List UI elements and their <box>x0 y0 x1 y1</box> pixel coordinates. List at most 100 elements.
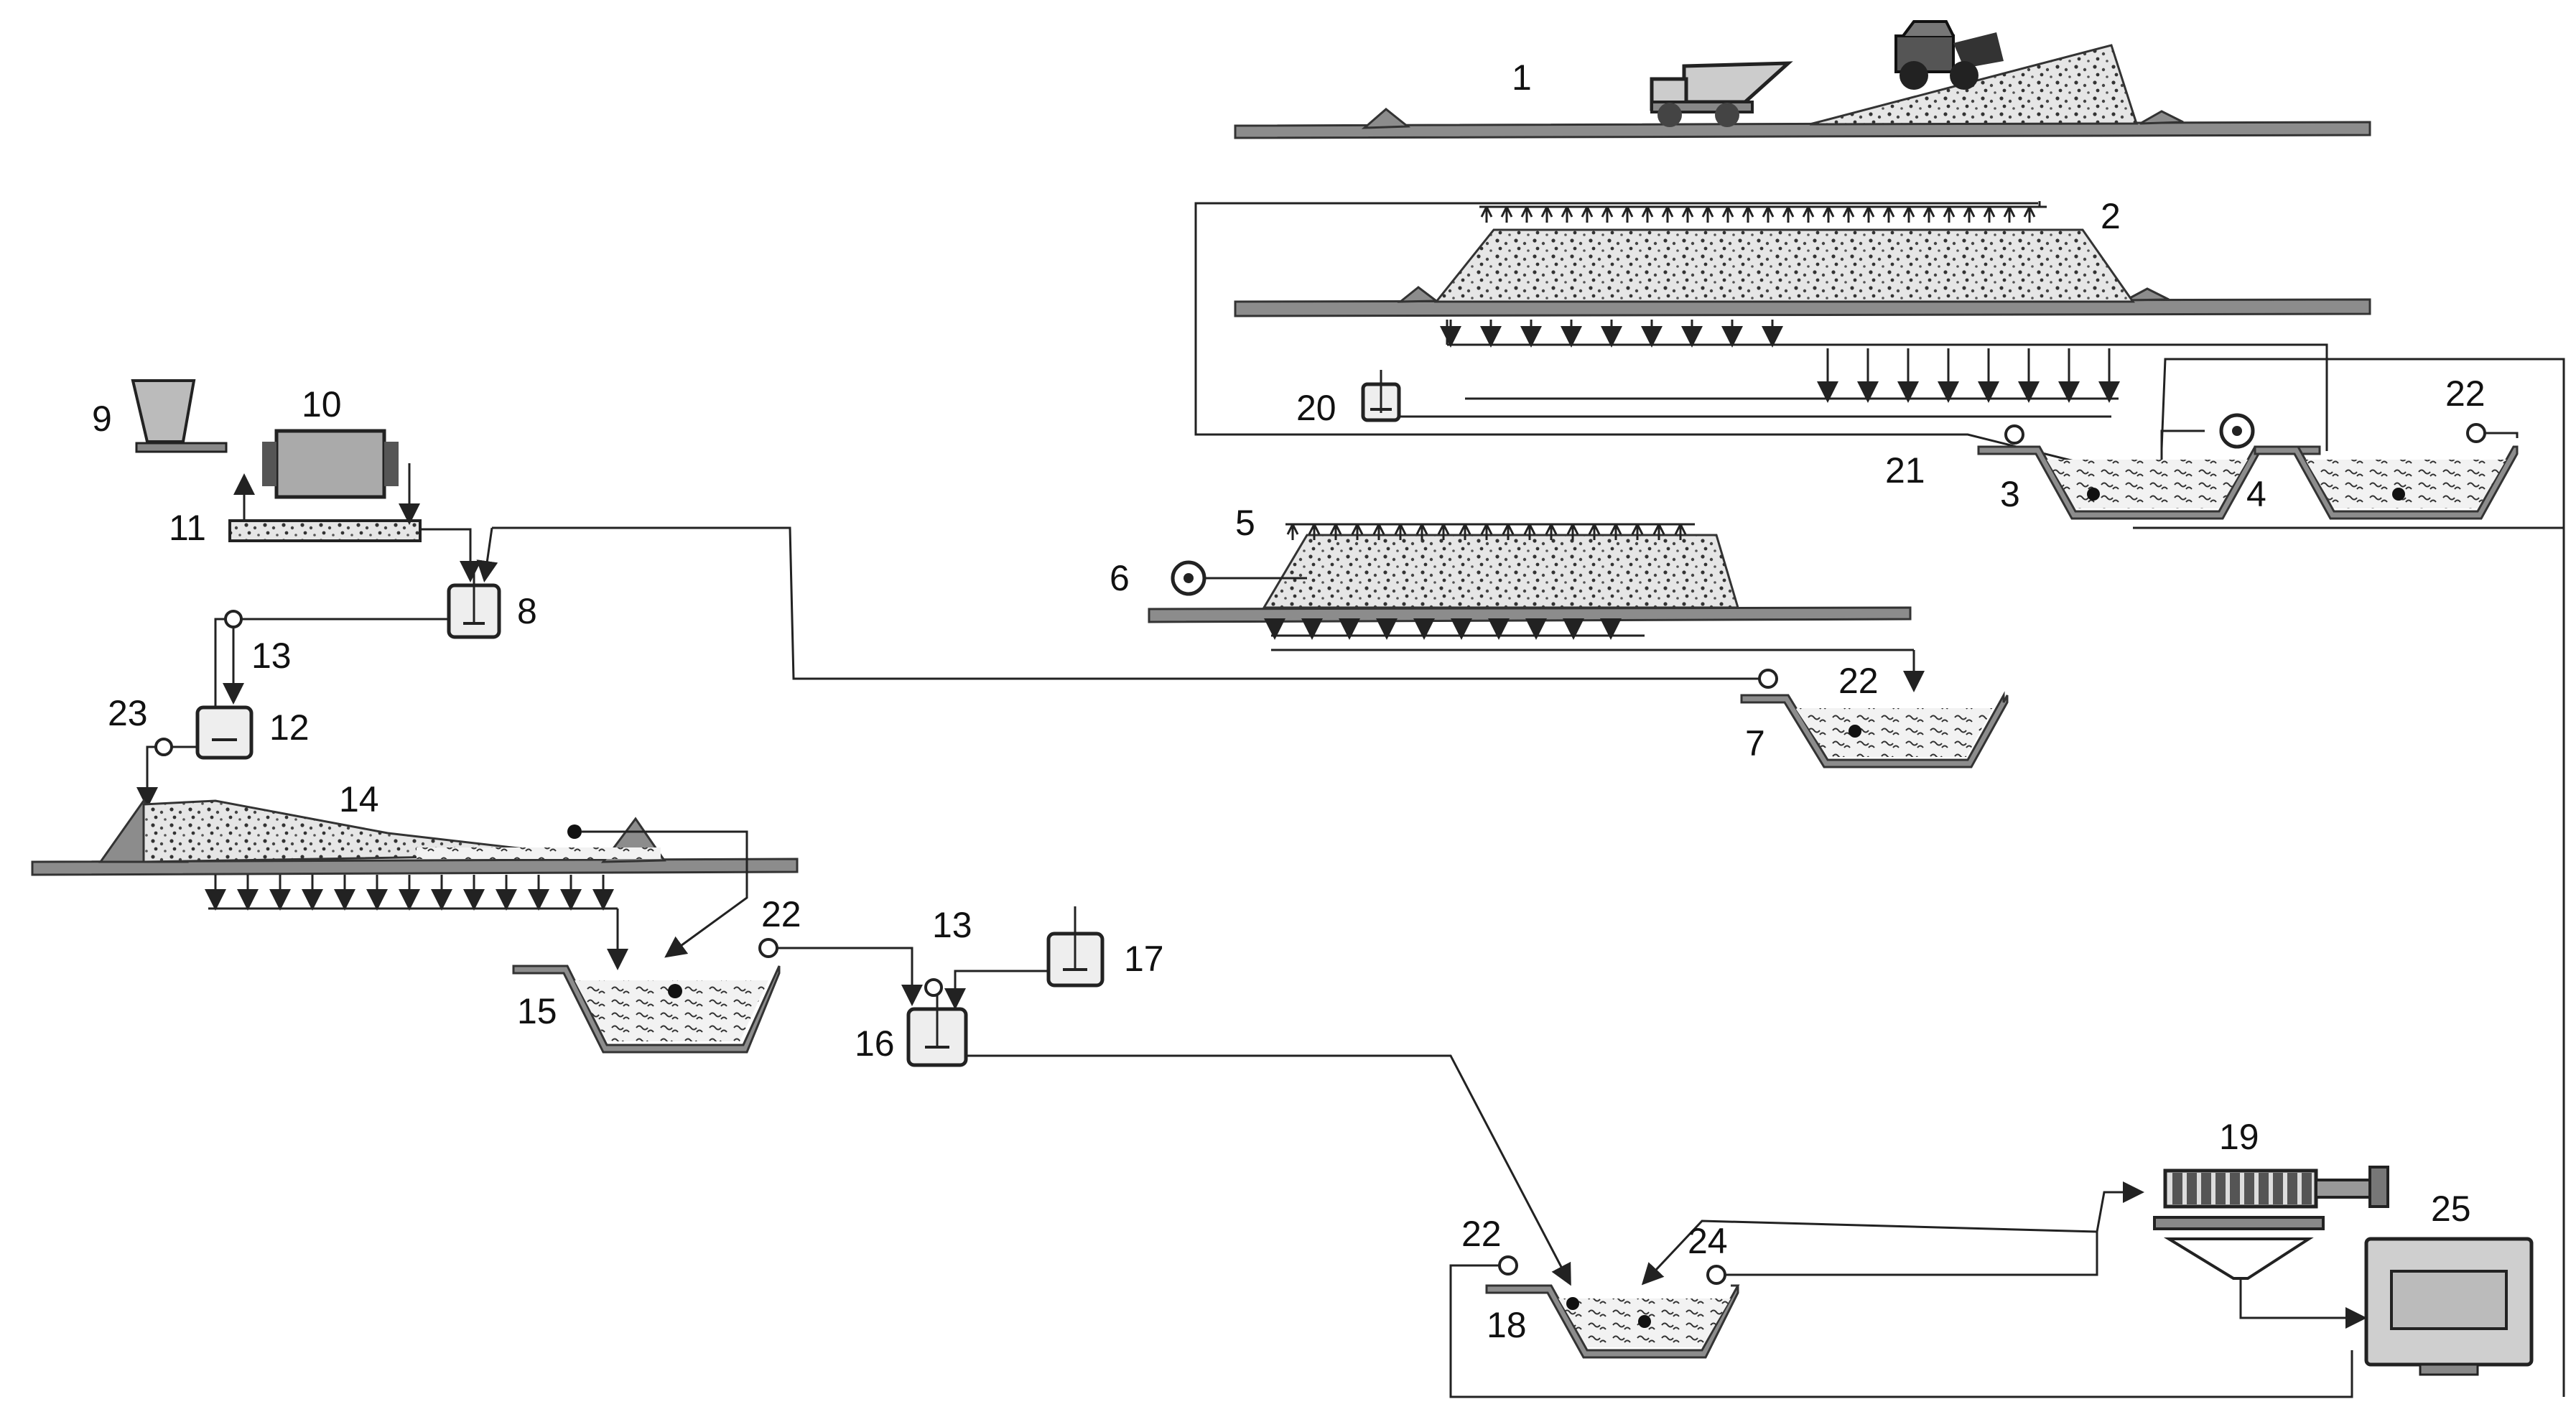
filter-plate <box>2187 1173 2197 1204</box>
drain-arrows <box>1440 320 1783 348</box>
label-17: 17 <box>1124 939 1164 979</box>
sprinkler-nozzle <box>1721 206 1734 223</box>
blower-fan-icon <box>1171 560 1307 596</box>
sprinkler-nozzle <box>1415 524 1428 540</box>
sprinkler-nozzle <box>2003 206 2016 223</box>
pump-icon <box>758 938 778 958</box>
label-16: 16 <box>855 1023 895 1064</box>
label-25: 25 <box>2431 1189 2471 1229</box>
label-13b: 13 <box>932 905 972 945</box>
sprinkler-nozzle <box>1566 524 1579 540</box>
sprinkler-nozzle <box>1674 524 1687 540</box>
collection-pond-3 <box>1977 445 2321 520</box>
sprinkler-nozzle <box>1286 524 1299 540</box>
sprinkler-nozzle <box>1588 524 1601 540</box>
label-22b: 22 <box>1838 661 1879 701</box>
pump-icon <box>154 738 173 756</box>
sprinkler-nozzle <box>1902 206 1915 223</box>
drain-arrows <box>1264 618 1622 640</box>
filter-plate <box>2259 1173 2269 1204</box>
sprinkler-nozzle <box>1459 524 1471 540</box>
label-22c: 22 <box>761 894 801 934</box>
label-5: 5 <box>1235 503 1255 543</box>
filter-press-icon <box>2153 1166 2389 1329</box>
label-15: 15 <box>517 991 557 1031</box>
filter-plate <box>2244 1173 2254 1204</box>
return-pipe <box>2133 358 2565 529</box>
ball-mill-icon <box>262 429 399 499</box>
sprinkler-nozzle <box>1963 206 1976 223</box>
transfer-pipe <box>214 618 449 711</box>
label-8: 8 <box>517 591 537 631</box>
label-1: 1 <box>1512 57 1532 98</box>
sprinkler-nozzle <box>1681 206 1694 223</box>
filter-plate <box>2172 1173 2182 1204</box>
heap-leach-section-3 <box>31 799 799 970</box>
sprinkler-nozzle <box>1842 206 1855 223</box>
drain-pipe <box>1781 343 2328 451</box>
sprinkler-nozzle <box>1621 206 1634 223</box>
filter-plate <box>2302 1173 2312 1204</box>
label-20: 20 <box>1296 388 1336 428</box>
sprinkler-nozzle <box>1862 206 1875 223</box>
sprinkler-nozzle <box>1822 206 1835 223</box>
drain-arrows <box>1817 348 2120 403</box>
heap-leach-section <box>1234 205 2371 403</box>
sprinkler-nozzle <box>1701 206 1714 223</box>
sprinkler-nozzle <box>1581 206 1594 223</box>
label-7: 7 <box>1745 723 1765 763</box>
collection-pond-18 <box>1485 1284 1740 1359</box>
collection-pond-7 <box>1740 691 2009 768</box>
sprinkler-nozzle <box>1329 524 1342 540</box>
filter-plate <box>2230 1173 2240 1204</box>
label-22a: 22 <box>2445 373 2486 414</box>
sprinkler-nozzle <box>1601 206 1614 223</box>
label-12: 12 <box>269 707 310 748</box>
label-2: 2 <box>2101 196 2121 236</box>
pump-icon <box>224 610 243 628</box>
collection-pond-15 <box>512 965 781 1054</box>
sprinkler-nozzle <box>1609 524 1622 540</box>
filter-plate <box>2287 1173 2297 1204</box>
sprinkler-nozzle <box>1742 206 1754 223</box>
collection-pond-4 <box>2254 445 2519 520</box>
filter-plate <box>2201 1173 2211 1204</box>
sprinkler-nozzle <box>1480 206 1493 223</box>
sprinkler-nozzle <box>1943 206 1956 223</box>
dump-truck-icon <box>1650 61 1793 127</box>
label-13a: 13 <box>251 636 292 676</box>
sprinkler-nozzle <box>1308 524 1321 540</box>
pump-icon <box>1706 1265 1726 1285</box>
label-23: 23 <box>108 693 148 733</box>
stirred-tank-icon <box>1361 370 1401 422</box>
label-10: 10 <box>302 384 342 424</box>
sprinkler-nozzle <box>1661 206 1674 223</box>
screw-conveyor-icon <box>228 519 422 542</box>
sprinkler-nozzle <box>1762 206 1775 223</box>
sprinkler-nozzle <box>1882 206 1895 223</box>
sprinkler-nozzle <box>1652 524 1665 540</box>
sprinkler-nozzle <box>1983 206 1996 223</box>
pump-icon <box>2466 423 2486 443</box>
label-22d: 22 <box>1461 1214 1502 1254</box>
mining-section <box>1234 20 2371 139</box>
sprinkler-row <box>1286 524 1687 540</box>
stirred-tank-icon <box>447 571 501 639</box>
sprinkler-nozzle <box>1437 524 1450 540</box>
label-9: 9 <box>92 399 112 439</box>
sprinkler-nozzle <box>1641 206 1654 223</box>
filter-plate <box>2273 1173 2283 1204</box>
circuit-pipe <box>1194 201 2098 468</box>
sprinkler-nozzle <box>1540 206 1553 223</box>
pump-icon <box>1758 669 1778 689</box>
stirred-tank-icon <box>195 705 254 760</box>
heap-leach-section-2 <box>1148 523 1925 692</box>
sprinkler-nozzle <box>1523 524 1536 540</box>
sprinkler-nozzle <box>2023 206 2036 223</box>
blower-fan-icon <box>2160 413 2255 460</box>
sprinkler-nozzle <box>1520 206 1533 223</box>
sprinkler-nozzle <box>1545 524 1558 540</box>
drain-arrows <box>205 875 614 911</box>
return-loop <box>1449 1264 2353 1398</box>
